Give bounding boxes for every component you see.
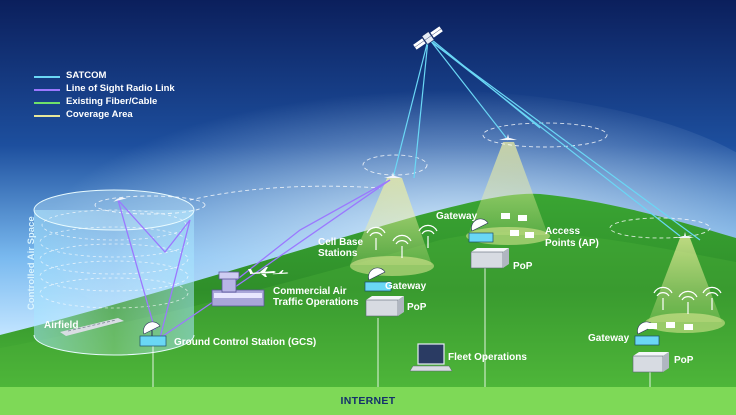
gateway-center xyxy=(364,267,392,292)
cell-tower-icon xyxy=(653,286,673,310)
coverage-areas xyxy=(350,142,725,333)
control-tower-icon xyxy=(211,271,265,307)
legend-swatch xyxy=(34,102,60,104)
airplane-icon xyxy=(248,267,276,277)
legend-label: SATCOM xyxy=(66,70,107,81)
legend-swatch xyxy=(34,89,60,91)
gateway-top-label: Gateway xyxy=(436,211,478,222)
controlled-air-space-label: Controlled Air Space xyxy=(26,216,37,310)
cell-tower-icon xyxy=(702,286,722,310)
legend-label: Coverage Area xyxy=(66,109,133,120)
commercial-air-label-line1: Commercial Air xyxy=(273,286,347,297)
access-points-label-line2: Points (AP) xyxy=(545,238,599,249)
cell-tower-icon xyxy=(418,224,438,248)
pop-top-label: PoP xyxy=(513,261,533,272)
drone-icon xyxy=(499,134,517,140)
gateway-center-label: Gateway xyxy=(385,281,427,292)
access-points-label-line1: Access xyxy=(545,226,581,237)
legend-label: Line of Sight Radio Link xyxy=(66,83,175,94)
cell-base-label-line1: Cell Base xyxy=(318,237,364,248)
satellite-icon xyxy=(413,26,443,50)
server-icon xyxy=(632,352,669,373)
ground-control-station xyxy=(139,321,167,347)
satellite-dish-icon xyxy=(471,218,489,232)
cell-base-label-line2: Stations xyxy=(318,248,358,259)
laptop-icon xyxy=(409,343,453,372)
airplanes xyxy=(248,267,289,277)
wifi-access-point-icon xyxy=(518,215,527,221)
fleet-operations-label: Fleet Operations xyxy=(448,352,527,363)
legend-label: Existing Fiber/Cable xyxy=(66,96,158,107)
cell-tower-icon xyxy=(678,290,698,314)
coverage-beam-top xyxy=(468,142,548,235)
wifi-access-point-icon xyxy=(684,324,693,330)
internet-bar xyxy=(0,387,736,415)
coverage-beam-center xyxy=(350,178,432,265)
cell-tower-icon xyxy=(366,226,386,250)
wifi-access-point-icon xyxy=(510,230,519,236)
gateway-top xyxy=(468,218,494,243)
legend-swatch xyxy=(34,76,60,78)
runway xyxy=(60,318,124,336)
cell-tower-icon xyxy=(392,234,412,258)
cell-towers xyxy=(366,224,722,314)
access-points xyxy=(501,213,693,330)
gateway-right-label: Gateway xyxy=(588,333,630,344)
drone-icon xyxy=(113,197,127,202)
satellite-dish-icon xyxy=(368,267,386,281)
coverage-beam-right xyxy=(648,238,722,322)
airplane-icon xyxy=(272,270,289,275)
wifi-access-point-icon xyxy=(501,213,510,219)
satcom-links xyxy=(392,39,701,241)
drone-icon xyxy=(384,172,402,178)
airfield-label: Airfield xyxy=(44,320,79,331)
drones xyxy=(113,134,694,238)
wifi-access-point-icon xyxy=(666,322,675,328)
wifi-access-point-icon xyxy=(525,232,534,238)
satellite-dish-icon xyxy=(143,321,161,335)
pop-center-label: PoP xyxy=(407,302,427,313)
radio-links xyxy=(117,179,391,339)
legend-swatch xyxy=(34,115,60,117)
server-icon xyxy=(365,296,404,317)
commercial-air-label-line2: Traffic Operations xyxy=(273,297,359,308)
fiber-lines xyxy=(152,268,651,387)
wifi-access-point-icon xyxy=(648,323,657,329)
drone-icon xyxy=(676,232,694,238)
drone-orbits xyxy=(94,122,711,239)
pop-right-label: PoP xyxy=(674,355,694,366)
internet-label: INTERNET xyxy=(340,395,396,407)
server-icon xyxy=(470,248,509,269)
gcs-label: Ground Control Station (GCS) xyxy=(174,337,317,348)
